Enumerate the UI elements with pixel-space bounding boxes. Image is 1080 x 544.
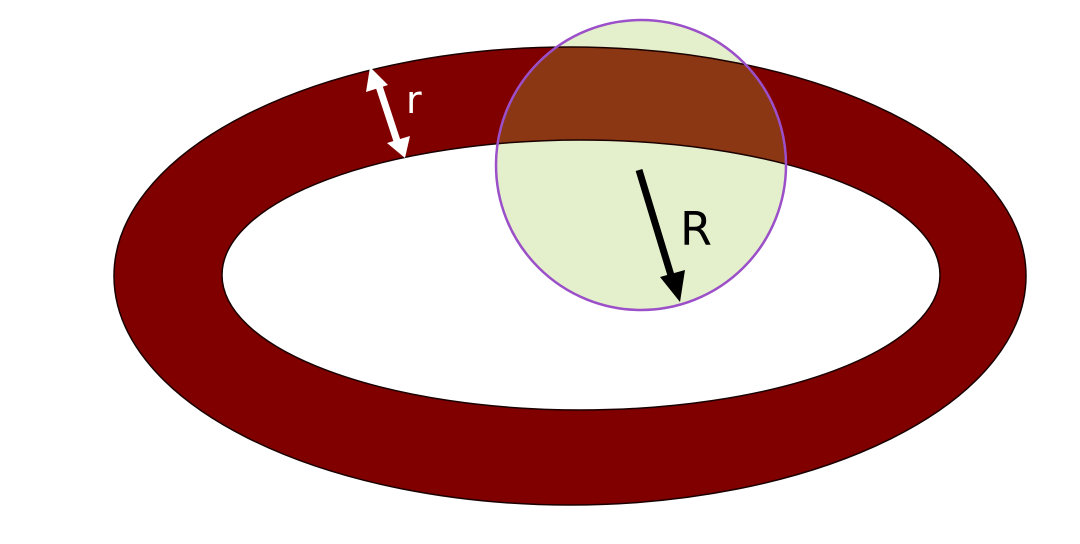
sphere-circle-outline [494, 18, 788, 312]
ring-band [113, 46, 1027, 506]
small-radius-label: r [406, 78, 422, 122]
large-radius-arrow-icon [635, 168, 685, 302]
small-radius-arrow-icon [366, 67, 410, 158]
large-radius-label: R [680, 202, 712, 256]
